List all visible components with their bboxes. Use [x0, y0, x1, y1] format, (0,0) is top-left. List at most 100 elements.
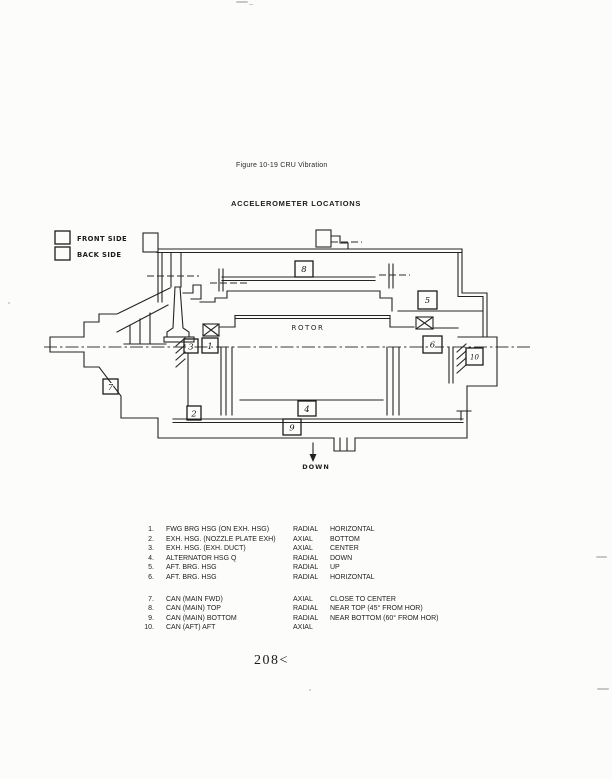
- svg-text:10: 10: [470, 354, 479, 362]
- row-label: FWG BRG HSG (ON EXH. HSG): [166, 526, 270, 533]
- row-position: BOTTOM: [330, 535, 360, 543]
- mounting-bosses: [142, 229, 349, 303]
- scan-speck: [236, 1, 248, 3]
- row-number: 3.: [148, 545, 154, 553]
- svg-text:3: 3: [188, 343, 193, 353]
- row-number: 5.: [148, 564, 154, 572]
- location-row: 10. CAN (AFT) AFT AXIAL: [142, 623, 510, 633]
- rotor-label: ROTOR: [291, 324, 324, 332]
- marker-8: 8: [294, 260, 314, 278]
- rotor: ROTOR: [218, 314, 415, 332]
- row-position: NEAR TOP (45° FROM HOR): [330, 605, 423, 613]
- row-position: [330, 623, 510, 633]
- legend: FRONT SIDE BACK SIDE: [54, 230, 127, 261]
- row-direction: AXIAL: [293, 624, 313, 632]
- row-number: 4.: [148, 554, 154, 562]
- row-number: 9.: [148, 614, 154, 622]
- svg-text:1: 1: [207, 342, 212, 352]
- svg-text:9: 9: [289, 424, 295, 434]
- location-row: 8. CAN (MAIN) TOP RADIAL NEAR TOP (45° F…: [142, 604, 510, 614]
- row-direction: AXIAL: [293, 595, 313, 603]
- row-number: 8.: [148, 605, 154, 613]
- row-direction: AXIAL: [293, 535, 313, 543]
- scan-speck: [309, 689, 311, 691]
- row-number: 2.: [148, 535, 154, 543]
- location-row: 5. AFT. BRG. HSG RADIAL UP: [142, 563, 510, 573]
- scan-speck: [597, 688, 609, 690]
- row-position: CLOSE TO CENTER: [330, 595, 396, 603]
- row-direction: RADIAL: [293, 564, 319, 572]
- location-row: 3. EXH. HSG. (EXH. DUCT) AXIAL CENTER: [142, 544, 510, 554]
- down-arrow: DOWN: [302, 442, 330, 471]
- row-direction: RADIAL: [293, 614, 319, 622]
- marker-1: 1: [201, 337, 219, 354]
- marker-10: 10: [465, 347, 484, 366]
- legend-back-label: BACK SIDE: [77, 251, 121, 259]
- exhaust-cone-steps: [116, 304, 169, 345]
- inner-housing-top: [199, 263, 394, 312]
- row-label: CAN (MAIN FWD): [166, 595, 223, 603]
- scan-speck: [249, 4, 253, 5]
- row-label: EXH. HSG. (EXH. DUCT): [166, 545, 246, 553]
- marker-5: 5: [417, 290, 438, 310]
- turbine-wheel: [163, 252, 202, 343]
- scan-speck: [8, 302, 10, 304]
- row-direction: RADIAL: [293, 554, 319, 562]
- scan-speck: [596, 556, 607, 558]
- row-position: NEAR BOTTOM (60° FROM HOR): [330, 614, 439, 622]
- row-number: 7.: [148, 595, 154, 603]
- bearing-symbols: [202, 316, 434, 337]
- down-arrowhead: [309, 454, 317, 462]
- row-position: HORIZONTAL: [330, 526, 375, 533]
- row-number: 10.: [144, 624, 154, 632]
- page-number: 208<: [254, 653, 289, 668]
- figure-caption: Figure 10-19 CRU Vibration: [236, 162, 328, 169]
- row-label: CAN (AFT) AFT: [166, 624, 216, 632]
- location-row: 4. ALTERNATOR HSG Q RADIAL DOWN: [142, 554, 510, 564]
- marker-7: 7: [102, 378, 119, 395]
- row-position: CENTER: [330, 545, 359, 553]
- location-row: 6. AFT. BRG. HSG RADIAL HORIZONTAL: [142, 573, 510, 583]
- location-row: 9. CAN (MAIN) BOTTOM RADIAL NEAR BOTTOM …: [142, 614, 510, 624]
- row-position: HORIZONTAL: [330, 573, 375, 581]
- row-label: CAN (MAIN) BOTTOM: [166, 614, 237, 622]
- row-label: EXH. HSG. (NOZZLE PLATE EXH): [166, 535, 276, 543]
- front-side-ticks: [175, 337, 467, 374]
- row-position: DOWN: [330, 554, 353, 562]
- svg-text:4: 4: [303, 405, 309, 415]
- marker-6: 6: [422, 335, 443, 354]
- front-side-swatch: [54, 230, 71, 245]
- row-number: 1.: [148, 526, 154, 533]
- row-direction: AXIAL: [293, 545, 313, 553]
- marker-9: 9: [282, 418, 302, 436]
- reference-dashes: [147, 241, 410, 284]
- row-label: ALTERNATOR HSG Q: [166, 554, 237, 562]
- svg-text:6: 6: [430, 341, 436, 351]
- location-list: 1. FWG BRG HSG (ON EXH. HSG) RADIAL HORI…: [142, 525, 510, 633]
- row-number: 6.: [148, 573, 154, 581]
- inner-housing-bottom: [172, 346, 464, 424]
- marker-3: 3: [183, 338, 199, 354]
- marker-4: 4: [297, 400, 317, 417]
- location-row: 2. EXH. HSG. (NOZZLE PLATE EXH) AXIAL BO…: [142, 535, 510, 545]
- svg-text:2: 2: [190, 410, 196, 420]
- diagram-title: ACCELEROMETER LOCATIONS: [231, 199, 362, 208]
- location-row: 1. FWG BRG HSG (ON EXH. HSG) RADIAL HORI…: [142, 525, 510, 535]
- row-label: AFT. BRG. HSG: [166, 564, 217, 572]
- svg-text:5: 5: [425, 296, 430, 306]
- legend-front-label: FRONT SIDE: [77, 235, 127, 243]
- back-side-swatch: [54, 246, 71, 261]
- aft-housing: [397, 310, 484, 421]
- row-label: AFT. BRG. HSG: [166, 573, 217, 581]
- down-label: DOWN: [302, 463, 330, 471]
- svg-text:7: 7: [108, 383, 114, 393]
- row-label: CAN (MAIN) TOP: [166, 605, 221, 613]
- svg-text:8: 8: [301, 265, 307, 275]
- row-direction: RADIAL: [293, 573, 319, 581]
- location-row: 7. CAN (MAIN FWD) AXIAL CLOSE TO CENTER: [142, 595, 510, 605]
- row-direction: RADIAL: [293, 526, 319, 533]
- marker-2: 2: [186, 405, 202, 421]
- row-position: UP: [330, 564, 340, 572]
- row-direction: RADIAL: [293, 605, 319, 613]
